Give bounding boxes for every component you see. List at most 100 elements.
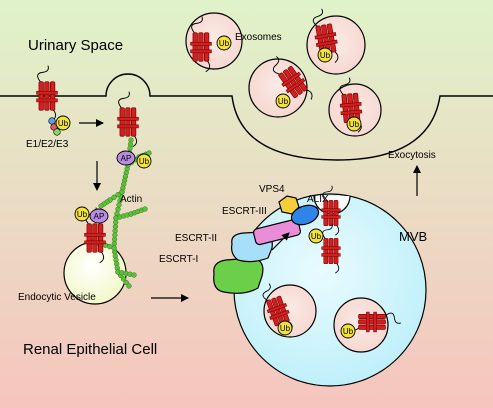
receptor-helix [358, 319, 386, 325]
ap-adaptor-shape [116, 150, 136, 166]
receptor-tail [272, 56, 280, 75]
receptor-tail [37, 65, 49, 83]
receptor-helix [198, 32, 204, 62]
ubiquitin-shape [340, 323, 356, 339]
receptor-helix [203, 32, 210, 62]
receptor-helix [266, 299, 280, 327]
actin-bead [115, 192, 121, 198]
ap-adaptor-shape [89, 208, 109, 224]
receptor-band [285, 77, 306, 94]
receptor [312, 8, 339, 63]
receptor-band [84, 232, 106, 237]
receptor-helix [287, 66, 308, 92]
receptor-tail [339, 77, 351, 95]
escrt-i-complex [213, 257, 264, 294]
ubiquitin: Ub [136, 153, 152, 169]
receptor-helix [130, 107, 137, 137]
urinary-space-label: Urinary Space [28, 37, 124, 54]
exocytosis-label: Exocytosis [388, 150, 436, 161]
e1-enzyme [48, 117, 56, 125]
receptor [272, 56, 313, 100]
ap-adaptor-text: AP [121, 154, 132, 163]
receptor-helix [119, 107, 125, 137]
receptor-band [190, 41, 212, 46]
receptor-tail [99, 251, 105, 264]
alix-label: ALIX [307, 194, 329, 205]
ubiquitin-text: Ub [320, 51, 331, 60]
escrt-complex [213, 195, 320, 294]
ubiquitin: Ub [216, 35, 232, 51]
actin-bead [107, 244, 113, 250]
exosomes-label: Exosomes [235, 32, 282, 43]
receptor-helix [358, 314, 386, 319]
ubiquitin-text: Ub [139, 157, 150, 166]
receptor-band [84, 240, 106, 245]
receptor-tail [132, 135, 138, 148]
ubiquitin: Ub [277, 320, 293, 336]
escrt-ii-label: ESCRT-II [175, 233, 218, 244]
receptor-helix [326, 23, 337, 53]
receptor [321, 185, 341, 236]
actin-bead [119, 189, 125, 195]
actin-bead [123, 279, 129, 286]
ubiquitin-shape [55, 115, 71, 131]
ubiquitin-text: Ub [219, 39, 230, 48]
ubiquitin-text: Ub [278, 97, 289, 106]
ubiquitin-text: Ub [311, 232, 322, 241]
receptor-band [269, 309, 290, 320]
ubiquitin-shape [346, 116, 362, 132]
e3-enzyme [53, 128, 61, 136]
receptor-tail [306, 89, 313, 100]
mvb-label: MVB [399, 229, 428, 244]
receptor-tail [191, 16, 203, 34]
actin-bead [126, 283, 132, 289]
receptor-band [117, 124, 139, 129]
receptor-tail [312, 8, 323, 27]
receptor-band [36, 98, 58, 103]
receptor-tail [335, 263, 340, 274]
receptor-helix [125, 107, 131, 137]
actin-bead [115, 206, 121, 212]
ubiquitin-text: Ub [77, 210, 88, 219]
receptor-band [321, 246, 341, 250]
receptor-helix [323, 237, 329, 265]
receptor-helix [323, 199, 329, 227]
receptors [36, 8, 401, 333]
receptor-band [190, 49, 212, 54]
receptor-tail [322, 185, 333, 201]
renal-cell-label: Renal Epithelial Cell [23, 341, 158, 358]
receptor-helix [333, 199, 339, 227]
receptor-band [266, 303, 288, 314]
ubiquitin-shape [216, 35, 232, 51]
receptor-helix [328, 199, 334, 227]
receptor-tail [262, 283, 271, 301]
receptor-band [117, 116, 139, 121]
receptor-helix [86, 223, 92, 253]
ubiquitin: Ub [74, 206, 90, 222]
ap-adaptor: AP [116, 150, 136, 166]
receptor-helix [333, 237, 339, 265]
receptor-helix [328, 237, 334, 265]
plasma-membrane [0, 73, 493, 161]
ubiquitin: Ub [275, 93, 291, 109]
alix-protein [290, 204, 320, 226]
ubiquitin-text: Ub [280, 324, 291, 333]
receptor-helix [192, 32, 198, 62]
actin-bead [142, 206, 148, 212]
escrt-iii-label: ESCRT-III [222, 206, 267, 217]
receptor-band [321, 208, 341, 212]
ubiquitin: Ub [317, 47, 333, 63]
e1e2e3-label: E1/E2/E3 [26, 139, 69, 150]
receptor-tail [334, 51, 339, 63]
receptor-tail [335, 225, 340, 236]
receptor [190, 16, 212, 73]
receptor [36, 65, 58, 122]
receptor-helix [97, 223, 104, 253]
receptor [117, 91, 139, 148]
receptor-tail [205, 60, 211, 73]
ubiquitin: Ub [55, 115, 71, 131]
ubiquitin-shape [277, 320, 293, 336]
escrt-iii-complex [252, 218, 302, 246]
receptor [339, 77, 363, 133]
